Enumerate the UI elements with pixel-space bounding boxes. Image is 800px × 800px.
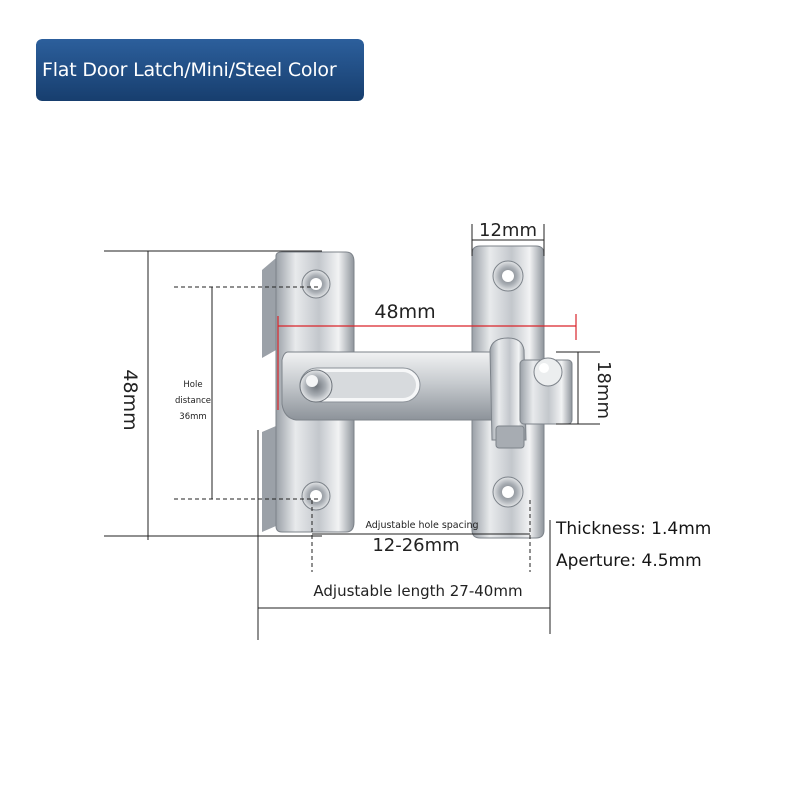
- width-dimension-line: [277, 314, 577, 410]
- hole-distance-label-2: distance: [175, 396, 211, 406]
- dimension-lines: [104, 224, 600, 640]
- width-label: 48mm: [374, 301, 435, 323]
- hole-spacing-label: Adjustable hole spacing: [365, 520, 478, 531]
- bolt-height-label: 18mm: [593, 361, 614, 419]
- banner-title: Flat Door Latch/Mini/Steel Color: [42, 59, 337, 81]
- knob-icon: [533, 357, 563, 387]
- title-banner: Flat Door Latch/Mini/Steel Color: [36, 39, 364, 101]
- height-label: 48mm: [119, 369, 141, 430]
- latch-bolt: [489, 337, 573, 449]
- spec-list: Thickness: 1.4mm Aperture: 4.5mm: [556, 513, 711, 577]
- plate-width-label: 12mm: [479, 220, 537, 241]
- hole-distance-label-3: 36mm: [179, 412, 206, 422]
- hole-spacing-value: 12-26mm: [372, 535, 459, 556]
- hole-distance-label-1: Hole: [183, 380, 202, 390]
- rivet-icon: [299, 369, 333, 403]
- thickness-spec: Thickness: 1.4mm: [556, 519, 712, 539]
- adjustable-length-label: Adjustable length 27-40mm: [313, 582, 522, 600]
- banner-background: [36, 39, 364, 101]
- aperture-spec: Aperture: 4.5mm: [556, 551, 702, 571]
- latch-bar: [281, 351, 521, 421]
